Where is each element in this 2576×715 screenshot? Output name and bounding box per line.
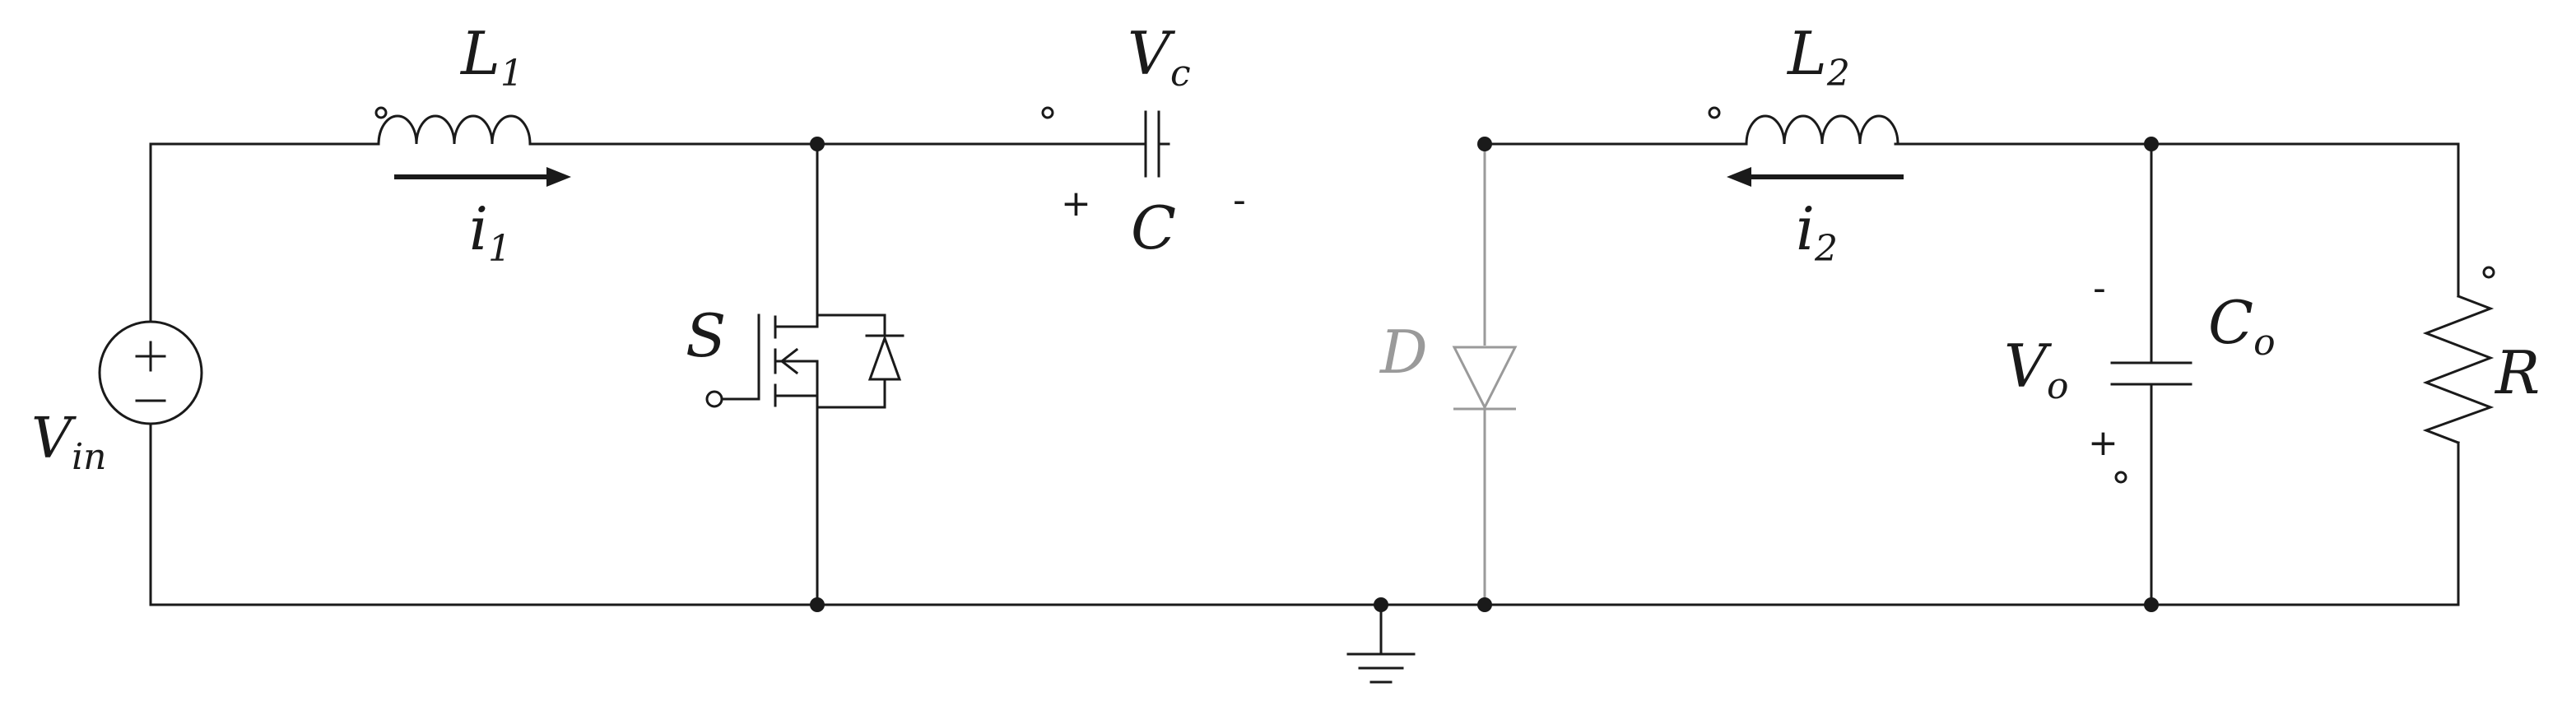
wires (149, 142, 2460, 656)
node-cout-top (2144, 137, 2159, 151)
diode-label: D (1379, 318, 1428, 387)
svg-text:i1: i1 (469, 194, 511, 270)
l2-label: L (1786, 19, 1827, 88)
svg-text:Vo: Vo (2004, 332, 2069, 407)
node-switch-top (810, 137, 825, 151)
current-arrow-i1: i1 (394, 167, 571, 270)
source-label: V (31, 406, 77, 471)
svg-text:Vin: Vin (31, 406, 107, 478)
i2-label: i (1796, 194, 1815, 263)
co-label: C (2208, 288, 2253, 357)
svg-text:Co: Co (2208, 288, 2276, 364)
node-diode-bottom (1477, 597, 1492, 612)
l1-label-sub: 1 (500, 53, 523, 95)
output-capacitor: Co Vo - + (2004, 267, 2276, 484)
vc-label-sub: c (1170, 53, 1191, 95)
svg-text:L2: L2 (1786, 19, 1850, 95)
capacitor-minus-sign: - (1233, 179, 1246, 221)
vo-label: V (2004, 332, 2053, 401)
ground-symbol (1346, 652, 1416, 684)
switch-label: S (686, 301, 726, 370)
vo-minus-sign: - (2093, 267, 2106, 309)
co-label-sub: o (2253, 322, 2276, 364)
current-arrow-i2: i2 (1727, 167, 1904, 270)
junction-dots (810, 137, 2159, 612)
l2-label-sub: 2 (1826, 53, 1850, 95)
svg-text:i2: i2 (1796, 194, 1838, 270)
svg-text:L1: L1 (459, 19, 523, 95)
vo-label-sub: o (2047, 365, 2069, 407)
capacitor-c: Vc C + - (1041, 19, 1246, 262)
diode-d: D (1379, 318, 1518, 411)
vc-label: V (1128, 19, 1176, 88)
switch-mosfet: S (686, 301, 904, 409)
node-switch-bottom (810, 597, 825, 612)
node-diode-top (1477, 137, 1492, 151)
i1-label-sub: 1 (488, 228, 511, 270)
node-cout-bottom (2144, 597, 2159, 612)
inductor-l1: L1 (374, 19, 560, 146)
node-ground (1374, 597, 1388, 612)
vo-plus-sign: + (2088, 422, 2118, 464)
inductor-l2: L2 (1708, 19, 1899, 146)
capacitor-plus-sign: + (1061, 183, 1091, 225)
load-label: R (2494, 338, 2540, 407)
source-label-sub: in (72, 436, 106, 478)
input-voltage-source: Vin (31, 320, 203, 478)
capacitor-label: C (1131, 193, 1176, 262)
i2-label-sub: 2 (1814, 228, 1838, 270)
svg-text:Vc: Vc (1128, 19, 1191, 95)
i1-label: i (469, 194, 488, 263)
load-resistor: R (2422, 266, 2540, 444)
l1-label: L (459, 19, 500, 88)
